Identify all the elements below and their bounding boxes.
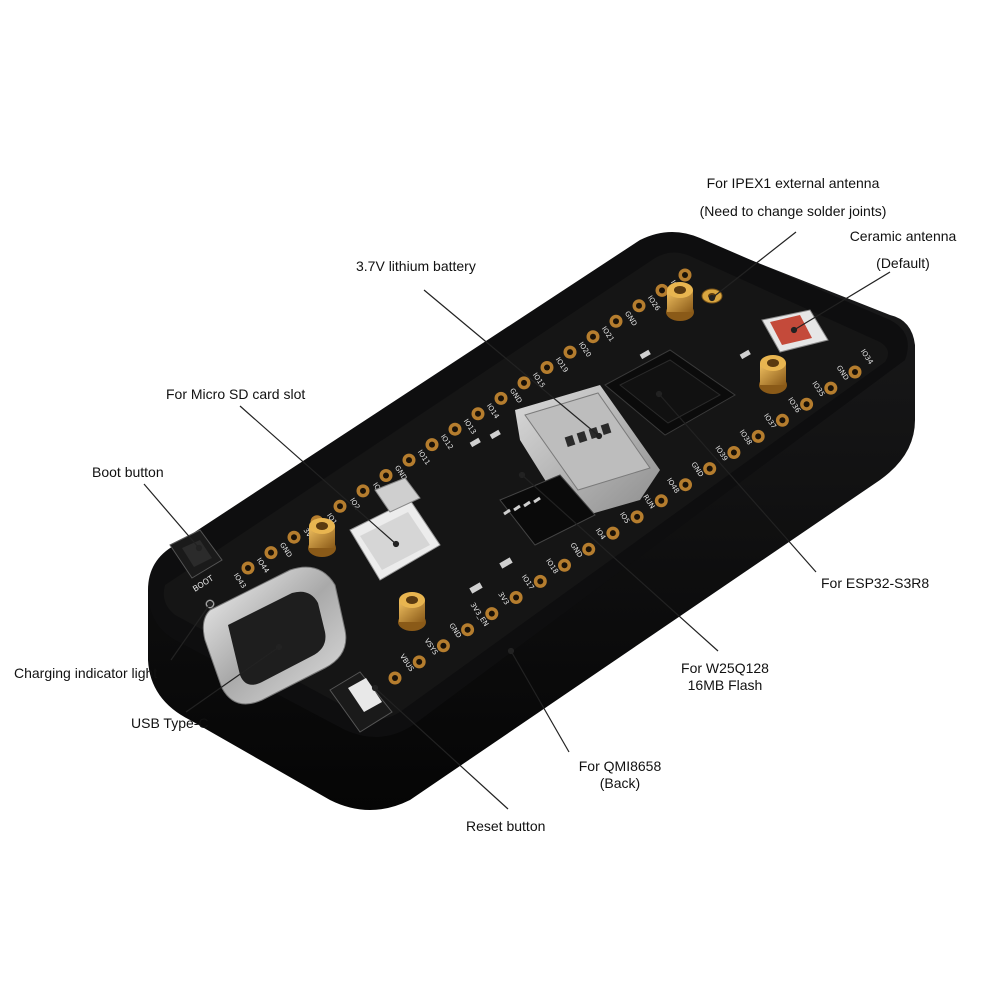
header-pin-hole xyxy=(291,534,297,541)
label-boot-button: Boot button xyxy=(92,464,164,480)
label-qmi: For QMI8658 (Back) xyxy=(560,758,680,792)
leader-flash xyxy=(521,474,719,652)
header-pin-hole xyxy=(779,417,786,424)
header-pin-hole xyxy=(755,433,762,440)
leader-ceramic xyxy=(793,271,891,331)
header-pin-hole xyxy=(730,449,737,456)
pcb xyxy=(163,252,889,720)
label-qmi-line2: (Back) xyxy=(599,775,641,791)
label-flash-line2: 16MB Flash xyxy=(687,677,763,693)
header-pin-hole xyxy=(803,401,810,408)
bottom-header-pins xyxy=(388,365,862,685)
header-pin-hole xyxy=(464,626,471,633)
header-pin-hole xyxy=(544,364,550,371)
leader-usb xyxy=(185,646,280,713)
reset-button-body xyxy=(329,671,393,733)
header-pin-hole xyxy=(682,481,689,488)
label-qmi-line1: For QMI8658 xyxy=(578,758,662,774)
battery-connector xyxy=(349,477,441,581)
label-flash: For W25Q128 16MB Flash xyxy=(665,660,785,694)
header-pin-hole xyxy=(488,610,495,617)
leader-esp32-dot xyxy=(655,390,663,398)
header-pin-hole xyxy=(567,349,573,356)
standoff xyxy=(308,518,336,557)
header-pin-hole xyxy=(475,410,481,417)
leader-battery xyxy=(423,289,600,437)
header-pin-hole xyxy=(416,658,423,665)
label-ceramic-line2: (Default) xyxy=(876,255,930,271)
header-pin-hole xyxy=(852,369,858,375)
leader-reset xyxy=(374,687,509,810)
header-pin-hole xyxy=(590,333,596,340)
header-pin-hole xyxy=(827,385,834,392)
leader-boot xyxy=(143,483,200,549)
standoff xyxy=(759,355,787,394)
standoff xyxy=(666,282,694,321)
header-pin-hole xyxy=(513,594,520,601)
usb-type-c-port xyxy=(202,566,347,705)
standoff xyxy=(398,592,426,631)
header-pin-hole xyxy=(245,565,251,571)
header-pin-hole xyxy=(659,287,665,294)
brass-standoffs xyxy=(308,282,787,631)
boot-button-body xyxy=(169,529,223,579)
header-pin-hole xyxy=(658,497,665,504)
label-reset-button: Reset button xyxy=(466,818,546,834)
leader-ceramic-dot xyxy=(790,326,798,334)
header-pin-hole xyxy=(452,426,458,433)
header-pin-hole xyxy=(337,503,343,510)
leader-flash-dot xyxy=(518,471,526,479)
label-esp32: For ESP32-S3R8 xyxy=(821,575,930,591)
header-pin-hole xyxy=(585,546,592,553)
header-pin-hole xyxy=(406,457,412,464)
leader-usb-dot xyxy=(275,643,283,651)
leader-battery-dot xyxy=(595,432,603,440)
header-pin-hole xyxy=(360,487,366,494)
leader-sd-dot xyxy=(392,540,400,548)
header-pin-hole xyxy=(609,530,616,537)
top-header-pins xyxy=(241,268,692,575)
label-sd-slot: For Micro SD card slot xyxy=(166,386,306,402)
leader-sd xyxy=(239,405,397,545)
leader-ipex-dot xyxy=(708,294,716,302)
header-pin-hole xyxy=(383,472,389,479)
leader-qmi-dot xyxy=(507,647,515,655)
header-pin-hole xyxy=(682,272,688,278)
header-pin-hole xyxy=(634,513,641,520)
label-ipex-line2: (Need to change solder joints) xyxy=(699,203,887,219)
label-usb-c: USB Type-C xyxy=(131,715,209,731)
leader-esp32 xyxy=(658,393,817,573)
header-pin-hole xyxy=(429,441,435,448)
label-charging-light: Charging indicator light xyxy=(14,665,158,681)
leader-qmi xyxy=(510,650,570,753)
header-pin-hole xyxy=(636,302,642,309)
header-pin-hole xyxy=(706,465,713,472)
label-ipex-antenna: For IPEX1 external antenna (Need to chan… xyxy=(688,175,898,220)
header-pin-hole xyxy=(498,395,504,402)
header-pin-hole xyxy=(537,578,544,585)
flash-chip xyxy=(499,474,596,546)
header-pin-hole xyxy=(561,562,568,569)
label-ipex-line1: For IPEX1 external antenna xyxy=(706,175,880,191)
header-pin-hole xyxy=(268,549,274,556)
header-pin-hole xyxy=(440,642,447,649)
leader-charging xyxy=(170,603,211,661)
esp32-chip xyxy=(604,349,736,436)
leader-reset-dot xyxy=(371,684,379,692)
header-pin-hole xyxy=(392,675,398,681)
leader-ipex xyxy=(711,231,797,299)
label-battery: 3.7V lithium battery xyxy=(356,258,476,274)
label-ceramic-antenna: Ceramic antenna (Default) xyxy=(838,228,968,272)
leader-lines xyxy=(143,231,891,810)
leader-boot-dot xyxy=(195,544,203,552)
header-pin-hole xyxy=(613,318,619,325)
smd-components xyxy=(469,349,751,594)
leader-charging-dot xyxy=(206,600,214,608)
label-flash-line1: For W25Q128 xyxy=(681,660,769,676)
header-pin-hole xyxy=(521,379,527,386)
label-ceramic-line1: Ceramic antenna xyxy=(849,228,957,244)
